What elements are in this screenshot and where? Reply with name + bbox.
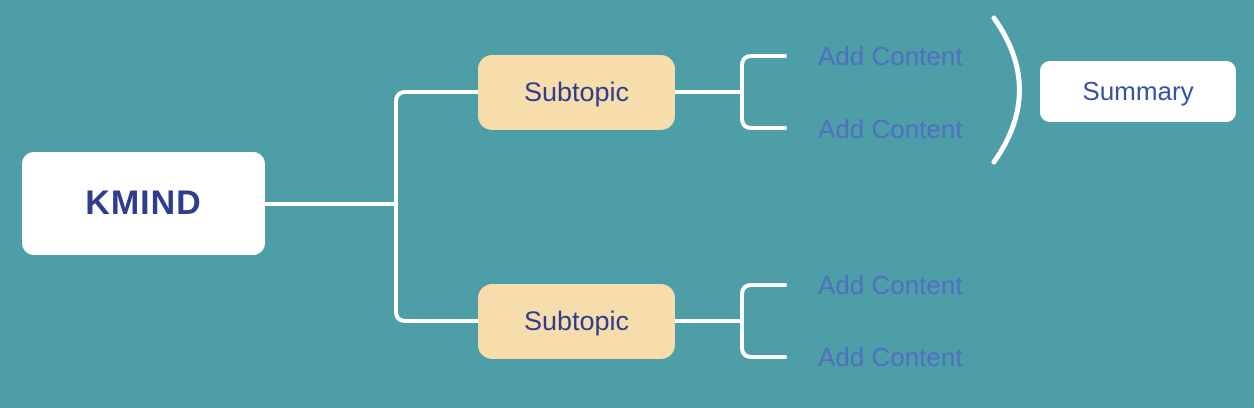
summary-node[interactable]: Summary [1040,61,1236,122]
root-topic-label: KMIND [85,184,202,222]
subtopic-1-children-bracket [740,54,787,130]
summary-brace [991,15,1022,165]
add-content-label: Add Content [818,114,963,144]
subtopic-label: Subtopic [523,77,630,107]
branch-subtopic-2-connector [394,202,480,323]
add-content-label: Add Content [818,342,963,372]
add-content-placeholder-3[interactable]: Add Content [818,269,963,301]
subtopic-label: Subtopic [523,306,630,336]
add-content-placeholder-1[interactable]: Add Content [818,40,963,72]
subtopic-node-2[interactable]: Subtopic [478,284,675,359]
subtopic-node-1[interactable]: Subtopic [478,55,675,130]
add-content-label: Add Content [818,270,963,300]
root-topic-node[interactable]: KMIND [22,152,265,255]
summary-label: Summary [1082,76,1194,106]
add-content-label: Add Content [818,41,963,71]
add-content-placeholder-4[interactable]: Add Content [818,341,963,373]
branch-subtopic-1-connector [394,90,480,206]
add-content-placeholder-2[interactable]: Add Content [818,113,963,145]
subtopic-2-children-bracket [740,283,787,359]
